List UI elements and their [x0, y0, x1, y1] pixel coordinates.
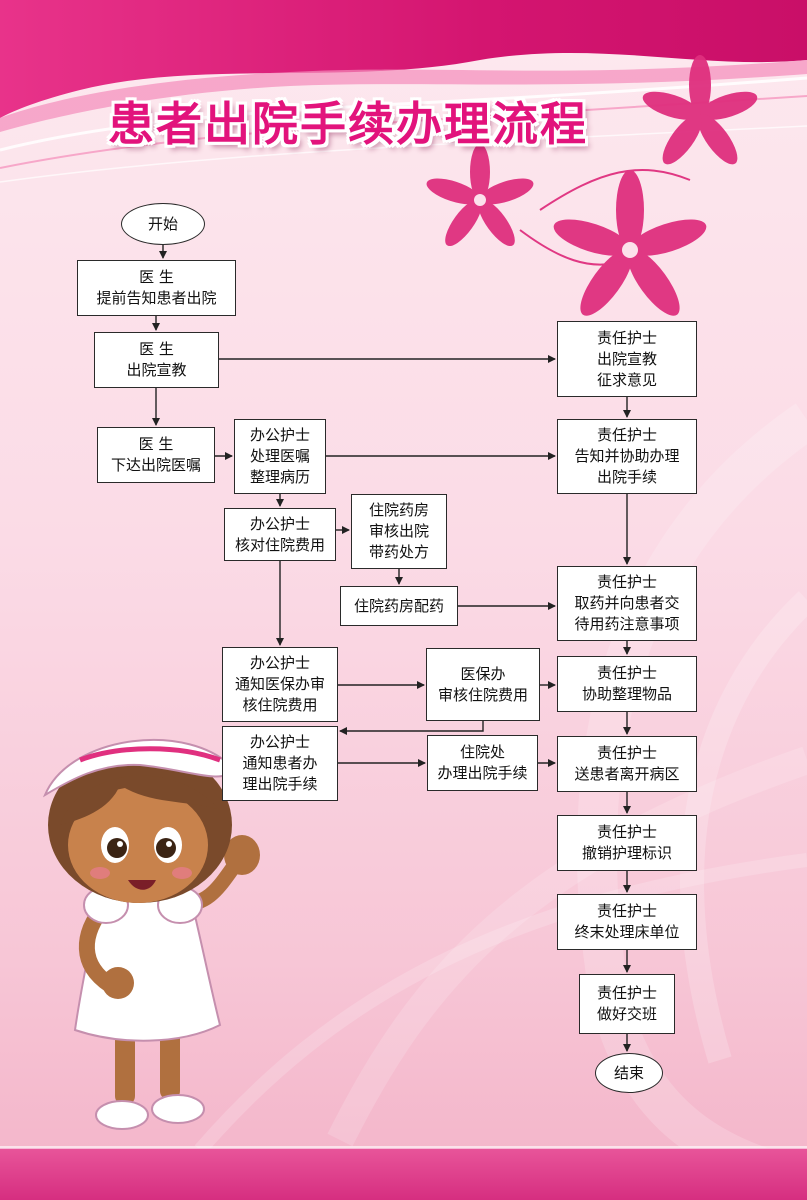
- node-text-line: 责任护士: [596, 984, 657, 1002]
- footer-band: [0, 1148, 807, 1200]
- node-nurse-handover: 责任护士做好交班: [579, 974, 675, 1034]
- node-text-line: 下达出院医嘱: [110, 456, 201, 474]
- node-start: 开始: [121, 203, 205, 245]
- flower-decoration: [426, 55, 758, 316]
- node-text-line: 住院药房配药: [353, 596, 444, 615]
- node-nurse-escort-patient: 责任护士送患者离开病区: [557, 736, 697, 792]
- node-pharmacy-review: 住院药房审核出院带药处方: [351, 494, 447, 569]
- node-text-line: 待用药注意事项: [574, 615, 680, 633]
- edge-insurance-to-notify-patient: [339, 721, 484, 735]
- node-text-line: 医 生: [138, 435, 174, 453]
- node-doctor-discharge-education: 医 生出院宣教: [94, 332, 219, 388]
- node-nurse-discharge-education: 责任护士出院宣教征求意见: [557, 321, 697, 397]
- node-nurse-remove-labels: 责任护士撤销护理标识: [557, 815, 697, 871]
- node-doctor-notify-discharge: 医 生提前告知患者出院: [77, 260, 236, 316]
- node-text-line: 协助整理物品: [581, 685, 672, 703]
- node-text-line: 办公护士: [249, 654, 310, 672]
- node-text-line: 征求意见: [596, 370, 657, 389]
- node-text-line: 责任护士: [596, 902, 657, 920]
- node-text-line: 审核住院费用: [437, 685, 528, 704]
- poster-title: 患者出院手续办理流程: [108, 97, 588, 151]
- node-text-line: 医保办: [460, 664, 506, 683]
- node-text-line: 告知并协助办理: [574, 447, 680, 465]
- node-nurse-assist-procedures: 责任护士告知并协助办理出院手续: [557, 419, 697, 494]
- node-clerk-process-orders: 办公护士处理医嘱整理病历: [234, 419, 326, 494]
- node-text-line: 出院宣教: [126, 361, 187, 379]
- node-text-line: 带药处方: [368, 543, 429, 561]
- node-text-line: 提前告知患者出院: [96, 289, 217, 307]
- node-text-line: 责任护士: [596, 744, 657, 762]
- node-end: 结束: [595, 1053, 663, 1093]
- node-text-line: 核住院费用: [242, 696, 318, 714]
- node-text-line: 理出院手续: [242, 775, 318, 793]
- node-text-line: 责任护士: [596, 573, 657, 591]
- node-nurse-terminal-bed-cleaning: 责任护士终末处理床单位: [557, 894, 697, 950]
- node-clerk-notify-insurance: 办公护士通知医保办审核住院费用: [222, 647, 338, 722]
- node-text-line: 责任护士: [596, 823, 657, 841]
- node-text-line: 处理医嘱: [249, 447, 310, 465]
- node-text-line: 责任护士: [596, 664, 657, 682]
- node-text-line: 办公护士: [249, 426, 310, 444]
- node-text-line: 办公护士: [249, 733, 310, 751]
- node-text-line: 通知患者办: [242, 754, 318, 772]
- node-text-line: 开始: [147, 214, 178, 233]
- node-doctor-discharge-order: 医 生下达出院医嘱: [97, 427, 215, 483]
- node-pharmacy-dispense: 住院药房配药: [340, 586, 458, 626]
- node-insurance-review: 医保办审核住院费用: [426, 648, 540, 721]
- node-text-line: 出院宣教: [596, 349, 657, 368]
- node-text-line: 审核出院: [368, 522, 429, 540]
- node-text-line: 终末处理床单位: [574, 923, 680, 941]
- node-text-line: 通知医保办审: [234, 675, 325, 693]
- node-text-line: 医 生: [139, 340, 174, 358]
- node-clerk-verify-fees: 办公护士核对住院费用: [224, 508, 336, 561]
- nurse-illustration: [42, 739, 260, 1130]
- node-text-line: 整理病历: [249, 468, 310, 486]
- node-nurse-medication-instructions: 责任护士取药并向患者交待用药注意事项: [557, 566, 697, 641]
- node-text-line: 责任护士: [596, 328, 657, 347]
- node-text-line: 结束: [613, 1063, 644, 1082]
- top-banner-wave: [0, 0, 807, 118]
- node-text-line: 住院药房: [368, 501, 429, 519]
- node-clerk-notify-patient: 办公护士通知患者办理出院手续: [222, 726, 338, 801]
- node-text-line: 责任护士: [596, 426, 657, 444]
- node-text-line: 医 生: [139, 268, 174, 286]
- node-text-line: 住院处: [459, 743, 505, 761]
- node-nurse-organize-belongings: 责任护士协助整理物品: [557, 656, 697, 712]
- node-text-line: 取药并向患者交: [574, 594, 680, 612]
- node-text-line: 出院手续: [596, 468, 657, 486]
- node-admission-office: 住院处办理出院手续: [427, 735, 538, 791]
- node-text-line: 送患者离开病区: [574, 765, 680, 783]
- banner-ribbon: [0, 60, 807, 132]
- node-text-line: 办公护士: [249, 514, 310, 533]
- node-text-line: 做好交班: [596, 1005, 657, 1023]
- node-text-line: 撤销护理标识: [581, 844, 672, 862]
- node-text-line: 办理出院手续: [437, 764, 528, 782]
- node-text-line: 核对住院费用: [234, 535, 325, 554]
